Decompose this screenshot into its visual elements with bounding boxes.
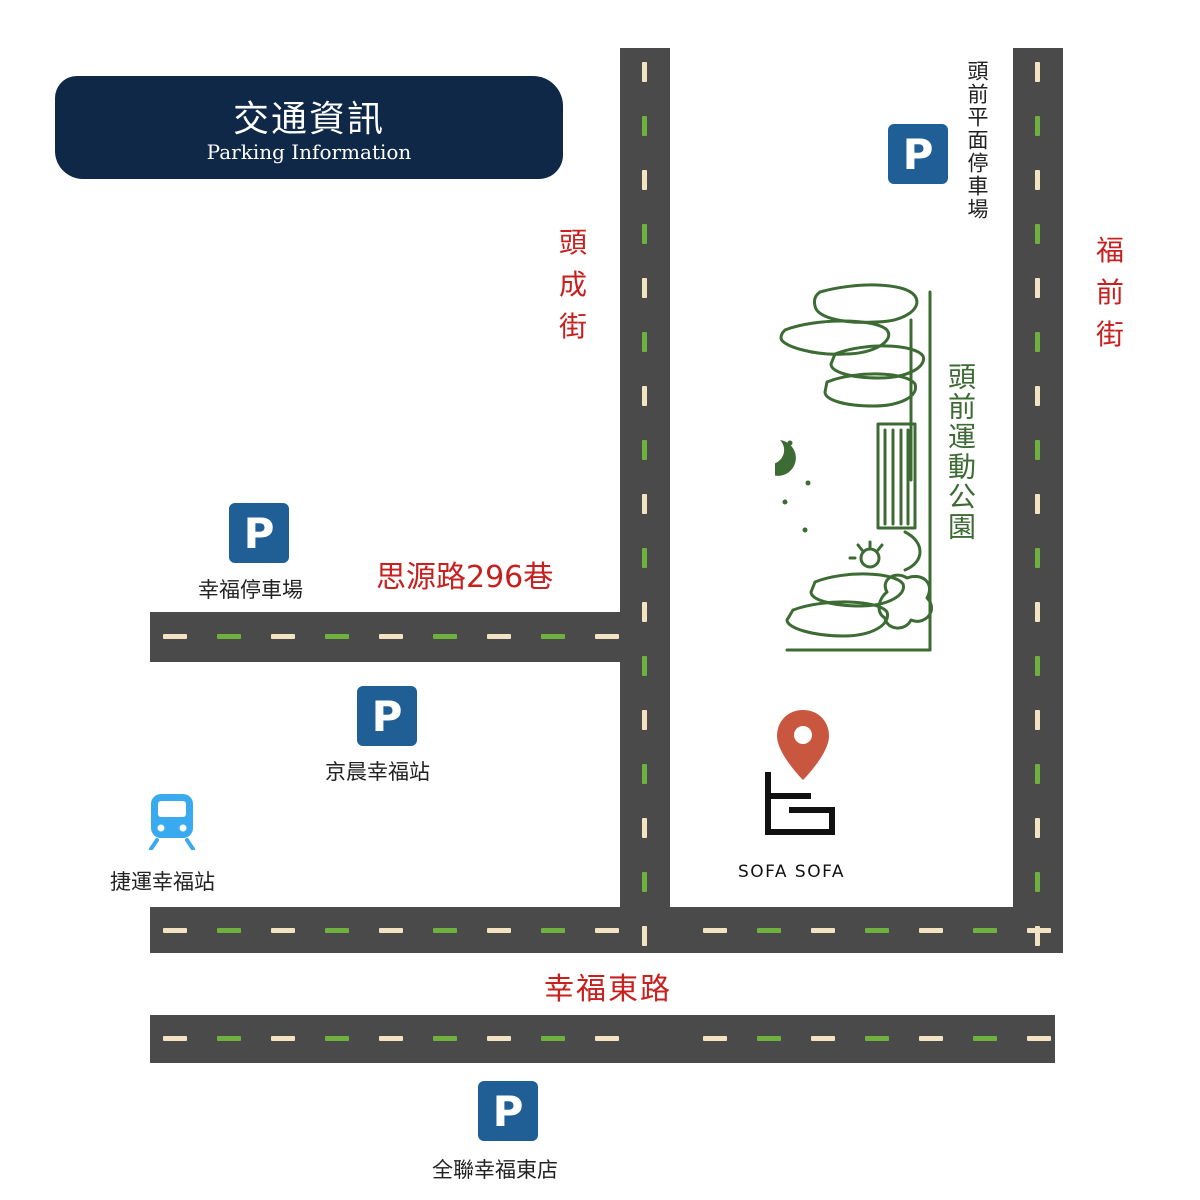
road-lane-marking xyxy=(271,1036,295,1041)
metro-train-icon xyxy=(149,794,195,850)
road-lane-marking xyxy=(642,386,647,406)
road-lane-marking xyxy=(642,440,647,460)
road-lane-marking xyxy=(433,928,457,933)
road-lane-marking xyxy=(595,1036,619,1041)
road-lane-marking xyxy=(541,928,565,933)
road-lane-marking xyxy=(163,1036,187,1041)
road-lane-marking xyxy=(1035,656,1040,676)
road-lane-marking xyxy=(541,634,565,639)
road-lane-marking xyxy=(1035,494,1040,514)
parking-label-xingfu: 幸福停車場 xyxy=(198,578,303,602)
road-lane-marking xyxy=(487,928,511,933)
road-lane-marking xyxy=(325,634,349,639)
road-lane-marking xyxy=(379,928,403,933)
road-lane-marking xyxy=(1035,386,1040,406)
road-lane-marking xyxy=(811,1036,835,1041)
road-lane-marking xyxy=(865,1036,889,1041)
park-illustration xyxy=(775,283,934,652)
road-lane-marking xyxy=(271,928,295,933)
road-lane-marking xyxy=(642,494,647,514)
street-label-fuqian: 福前街 xyxy=(1095,234,1124,351)
road-lane-marking xyxy=(1035,170,1040,190)
metro-label: 捷運幸福站 xyxy=(110,870,215,894)
road-lane-marking xyxy=(642,818,647,838)
road-lane-marking xyxy=(642,170,647,190)
parking-icon: P xyxy=(229,503,289,563)
road-lane-marking xyxy=(595,634,619,639)
road-lane-marking xyxy=(642,602,647,622)
road-lane-marking xyxy=(541,1036,565,1041)
road-lane-marking xyxy=(1035,764,1040,784)
road-lane-marking xyxy=(642,224,647,244)
road-lane-marking xyxy=(487,634,511,639)
parking-label-pxmart: 全聯幸福東店 xyxy=(432,1158,558,1182)
road-lane-marking xyxy=(642,548,647,568)
road-lane-marking xyxy=(163,634,187,639)
road-lane-marking xyxy=(642,926,647,946)
road-lane-marking xyxy=(217,928,241,933)
parking-label-jingchen: 京晨幸福站 xyxy=(325,760,430,784)
parking-icon: P xyxy=(357,686,417,746)
street-label-siyuan-lane: 思源路296巷 xyxy=(376,560,554,595)
parking-icon: P xyxy=(888,124,948,184)
sofa-sofa-logo-icon xyxy=(765,772,835,835)
road-lane-marking xyxy=(642,278,647,298)
header-title: 交通資訊 xyxy=(232,99,385,140)
road-lane-marking xyxy=(379,634,403,639)
road-lane-marking xyxy=(1027,928,1051,933)
road-lane-marking xyxy=(865,928,889,933)
road-lane-marking xyxy=(163,928,187,933)
road-lane-marking xyxy=(217,1036,241,1041)
parking-icon: P xyxy=(478,1081,538,1141)
road-lane-marking xyxy=(642,656,647,676)
road-lane-marking xyxy=(1035,872,1040,892)
road-lane-marking xyxy=(919,1036,943,1041)
road-lane-marking xyxy=(811,928,835,933)
parking-label-toucian: 頭前平面停車場 xyxy=(965,60,989,221)
road-lane-marking xyxy=(325,1036,349,1041)
road-lane-marking xyxy=(642,872,647,892)
road-lane-marking xyxy=(703,1036,727,1041)
road-lane-marking xyxy=(1035,440,1040,460)
road-lane-marking xyxy=(1035,710,1040,730)
road-lane-marking xyxy=(433,1036,457,1041)
road-lane-marking xyxy=(433,634,457,639)
road-lane-marking xyxy=(642,764,647,784)
road-lane-marking xyxy=(487,1036,511,1041)
road-lane-marking xyxy=(595,928,619,933)
road-lane-marking xyxy=(1035,602,1040,622)
road-lane-marking xyxy=(919,928,943,933)
road-lane-marking xyxy=(703,928,727,933)
road-lane-marking xyxy=(271,634,295,639)
destination-label: SOFA SOFA xyxy=(738,862,845,882)
road-lane-marking xyxy=(642,332,647,352)
road-lane-marking xyxy=(973,928,997,933)
park-label: 頭前運動公園 xyxy=(944,362,977,542)
road-lane-marking xyxy=(973,1036,997,1041)
road-lane-marking xyxy=(1035,332,1040,352)
road-lane-marking xyxy=(1035,116,1040,136)
road-lane-marking xyxy=(757,928,781,933)
street-label-xingfu-east: 幸福東路 xyxy=(544,972,672,1007)
road-lane-marking xyxy=(217,634,241,639)
road-lane-marking xyxy=(1035,926,1040,946)
road-lane-marking xyxy=(1035,818,1040,838)
header-subtitle: Parking Information xyxy=(206,140,412,164)
road-lane-marking xyxy=(757,1036,781,1041)
location-pin-icon xyxy=(777,710,829,780)
road-lane-marking xyxy=(1027,1036,1051,1041)
road-lane-marking xyxy=(642,710,647,730)
road-lane-marking xyxy=(325,928,349,933)
road-lane-marking xyxy=(1035,224,1040,244)
road-lane-marking xyxy=(379,1036,403,1041)
road-lane-marking xyxy=(642,116,647,136)
road-lane-marking xyxy=(1035,62,1040,82)
road-lane-marking xyxy=(1035,278,1040,298)
header-banner: 交通資訊 Parking Information xyxy=(55,76,563,179)
street-label-toucheng: 頭成街 xyxy=(558,226,587,343)
road-lane-marking xyxy=(1035,548,1040,568)
road-lane-marking xyxy=(642,62,647,82)
